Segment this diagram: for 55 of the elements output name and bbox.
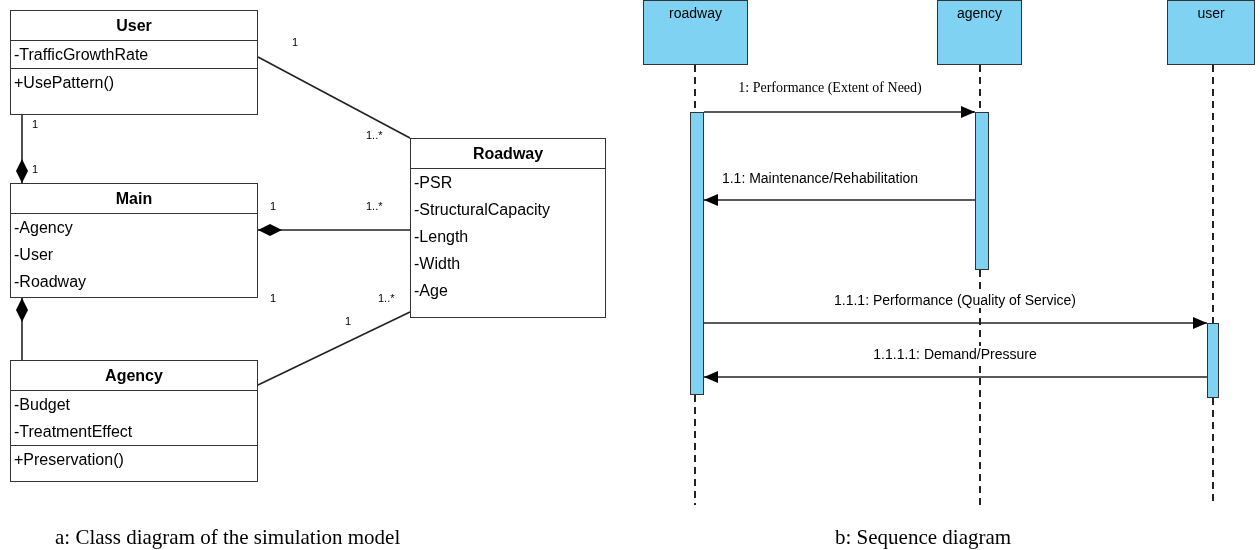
attribute-text: -User [13,245,55,265]
edge-label: 1.1.1.1: Demand/Pressure [872,346,1038,362]
edge-label: 1.1: Maintenance/Rehabilitation [720,170,920,186]
activation-bar [1207,323,1219,398]
attribute-text: -Agency [13,218,74,238]
composition-line [16,114,28,184]
multiplicity-label: 1..* [378,292,395,304]
attribute-text: -Roadway [13,272,88,292]
attribute-text: -Width [413,254,462,274]
lifeline [1212,64,1214,324]
attribute-text: -Budget [13,395,72,415]
class-box [10,360,258,482]
class-box [410,138,606,318]
composition-line [16,297,28,361]
lifeline-head [1167,0,1255,65]
attribute-text: -TreatmentEffect [13,422,134,442]
class-name: Agency [11,361,257,391]
multiplicity-label: 1 [32,118,39,130]
multiplicity-label: 1 [32,163,39,175]
activation-bar [975,112,989,270]
connector-line [257,311,411,386]
multiplicity-label: 1 [345,315,352,327]
multiplicity-label: 1..* [366,129,383,141]
attribute-text: -PSR [413,173,454,193]
lifeline-name: roadway [669,5,722,21]
attribute-text: -TrafficGrowthRate [13,45,150,65]
connector-line [257,56,411,139]
multiplicity-label: 1..* [366,200,383,212]
message-arrow [703,106,976,118]
message-arrow [703,194,976,206]
multiplicity-label: 1 [292,36,299,48]
attribute-text: -StructuralCapacity [413,200,552,220]
class-box [10,10,258,115]
edge-label: 1.1.1: Performance (Quality of Service) [833,292,1077,308]
method-text: +UsePattern() [11,68,257,96]
multiplicity-label: 1 [270,292,277,304]
composition-line [257,224,411,236]
lifeline-head [937,0,1022,65]
lifeline-head [643,0,748,65]
attribute-text: -Length [413,227,470,247]
caption: a: Class diagram of the simulation model [55,525,401,550]
multiplicity-label: 1 [270,200,277,212]
activation-bar [690,112,704,395]
caption: b: Sequence diagram [835,525,1012,550]
class-name: Roadway [411,139,605,169]
method-text: +Preservation() [11,445,257,473]
class-name: Main [11,184,257,214]
lifeline-name: user [1197,5,1225,21]
message-arrow [703,371,1208,383]
lifeline-name: agency [956,5,1003,21]
class-box [10,183,258,298]
class-name: User [11,11,257,41]
attribute-text: -Age [413,281,449,301]
edge-label: 1: Performance (Extent of Need) [737,80,923,96]
message-arrow [703,317,1208,329]
